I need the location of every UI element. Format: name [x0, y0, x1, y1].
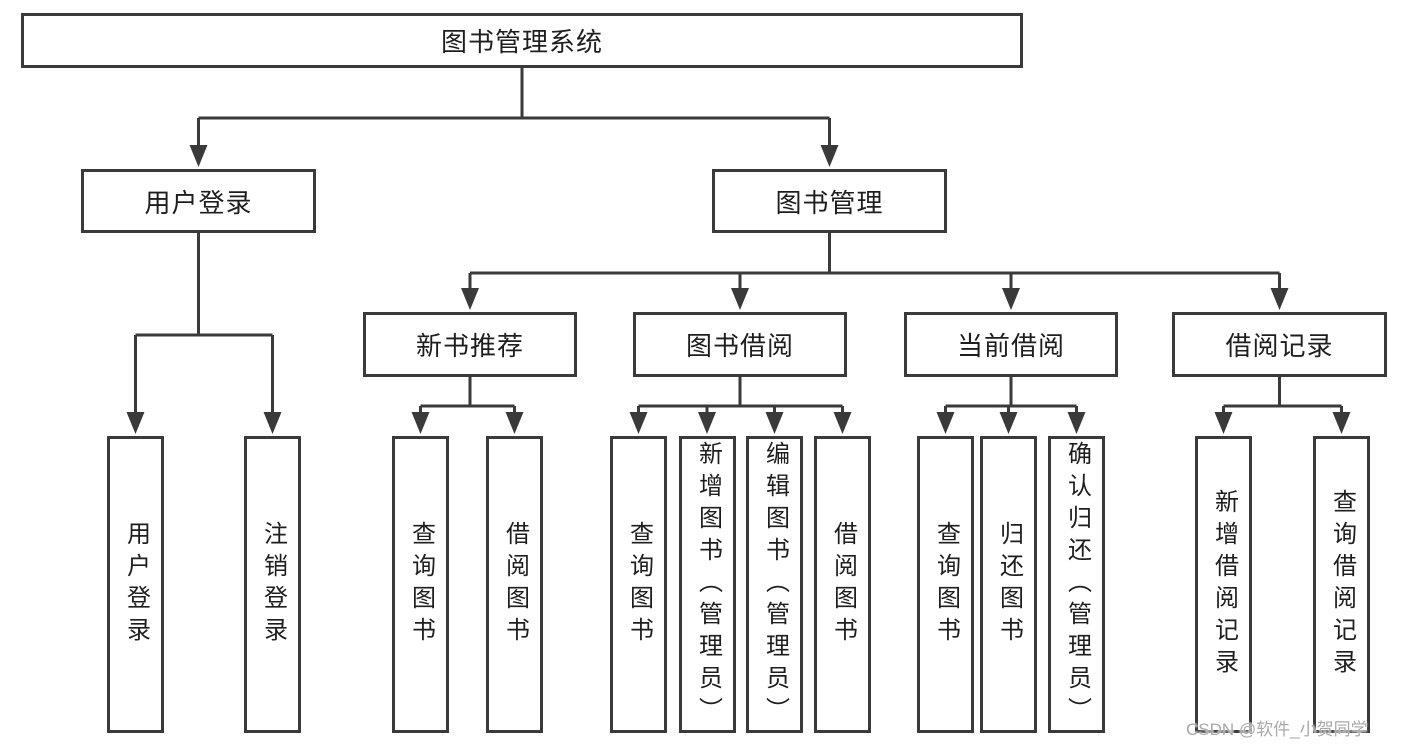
- leaf-newbook-query-label: 查询图书: [407, 520, 435, 649]
- leaf-record-query-label: 查询借阅记录: [1328, 488, 1356, 681]
- leaf-borrow-edit-admin: 编辑图书（管理员）: [746, 436, 803, 733]
- node-current-borrow-label: 当前借阅: [956, 331, 1065, 361]
- node-current-borrow: 当前借阅: [904, 312, 1118, 377]
- leaf-borrow-book-label: 借阅图书: [829, 520, 857, 649]
- leaf-borrow-book: 借阅图书: [814, 436, 871, 733]
- node-book-management: 图书管理: [712, 169, 947, 233]
- leaf-borrow-query-label: 查询图书: [625, 520, 653, 649]
- leaf-user-login-label: 用户登录: [122, 520, 150, 649]
- leaf-current-query-label: 查询图书: [932, 520, 960, 649]
- leaf-current-query: 查询图书: [917, 436, 974, 733]
- node-root-label: 图书管理系统: [440, 27, 603, 57]
- leaf-logout: 注销登录: [244, 436, 301, 733]
- node-user-login: 用户登录: [81, 169, 316, 233]
- leaf-current-return: 归还图书: [980, 436, 1037, 733]
- leaf-newbook-borrow: 借阅图书: [486, 436, 543, 733]
- csdn-watermark: CSDN @软件_小贺同学: [1186, 720, 1368, 739]
- leaf-record-query: 查询借阅记录: [1313, 436, 1370, 733]
- leaf-borrow-add-admin: 新增图书（管理员）: [679, 436, 736, 733]
- node-book-borrow: 图书借阅: [633, 312, 847, 377]
- leaf-current-confirm-admin: 确认归还（管理员）: [1048, 436, 1105, 733]
- leaf-current-confirm-admin-label: 确认归还（管理员）: [1063, 440, 1091, 729]
- node-book-management-label: 图书管理: [775, 187, 884, 218]
- node-borrow-record: 借阅记录: [1172, 312, 1387, 377]
- node-borrow-record-label: 借阅记录: [1225, 331, 1334, 361]
- node-user-login-label: 用户登录: [144, 187, 253, 218]
- node-root: 图书管理系统: [21, 13, 1023, 68]
- node-new-book-recommend-label: 新书推荐: [415, 331, 524, 361]
- node-new-book-recommend: 新书推荐: [363, 312, 577, 377]
- leaf-borrow-add-admin-label: 新增图书（管理员）: [694, 440, 722, 729]
- leaf-logout-label: 注销登录: [259, 520, 287, 649]
- node-book-borrow-label: 图书借阅: [685, 331, 794, 361]
- leaf-current-return-label: 归还图书: [995, 520, 1023, 649]
- leaf-user-login: 用户登录: [107, 436, 164, 733]
- leaf-record-add: 新增借阅记录: [1195, 436, 1252, 733]
- leaf-newbook-borrow-label: 借阅图书: [501, 520, 529, 649]
- leaf-borrow-edit-admin-label: 编辑图书（管理员）: [761, 440, 789, 729]
- leaf-record-add-label: 新增借阅记录: [1210, 488, 1238, 681]
- leaf-borrow-query: 查询图书: [610, 436, 667, 733]
- leaf-newbook-query: 查询图书: [392, 436, 449, 733]
